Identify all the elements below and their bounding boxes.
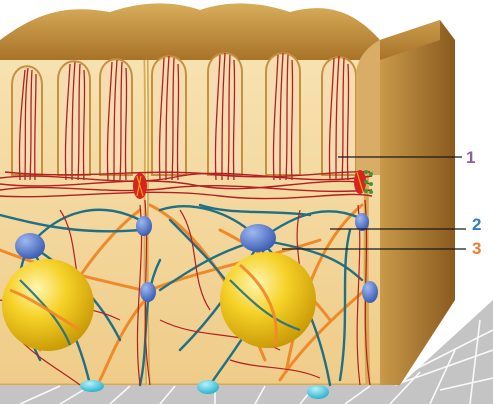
junction-left-lower <box>140 282 156 302</box>
centrosome-left <box>15 233 45 259</box>
apical-junctions <box>133 170 373 199</box>
actin-bundles <box>18 52 350 181</box>
nucleus-left <box>2 259 94 351</box>
tissue-side-face <box>380 20 455 385</box>
callout-leaders <box>282 156 466 250</box>
callout-label-3: 3 <box>472 239 482 258</box>
centrosome-center <box>240 224 276 252</box>
callout-label-2: 2 <box>472 215 482 234</box>
junction-right-upper <box>355 213 369 231</box>
basal-contacts <box>80 380 329 399</box>
junction-left-upper <box>136 216 152 236</box>
terminal-web <box>0 171 373 200</box>
junction-right-lower <box>362 281 378 303</box>
intermediate-filaments-over-nuclei <box>9 263 278 346</box>
callout-label-1: 1 <box>466 148 476 167</box>
basement-membrane <box>0 300 493 404</box>
junction-proteins <box>15 213 378 303</box>
